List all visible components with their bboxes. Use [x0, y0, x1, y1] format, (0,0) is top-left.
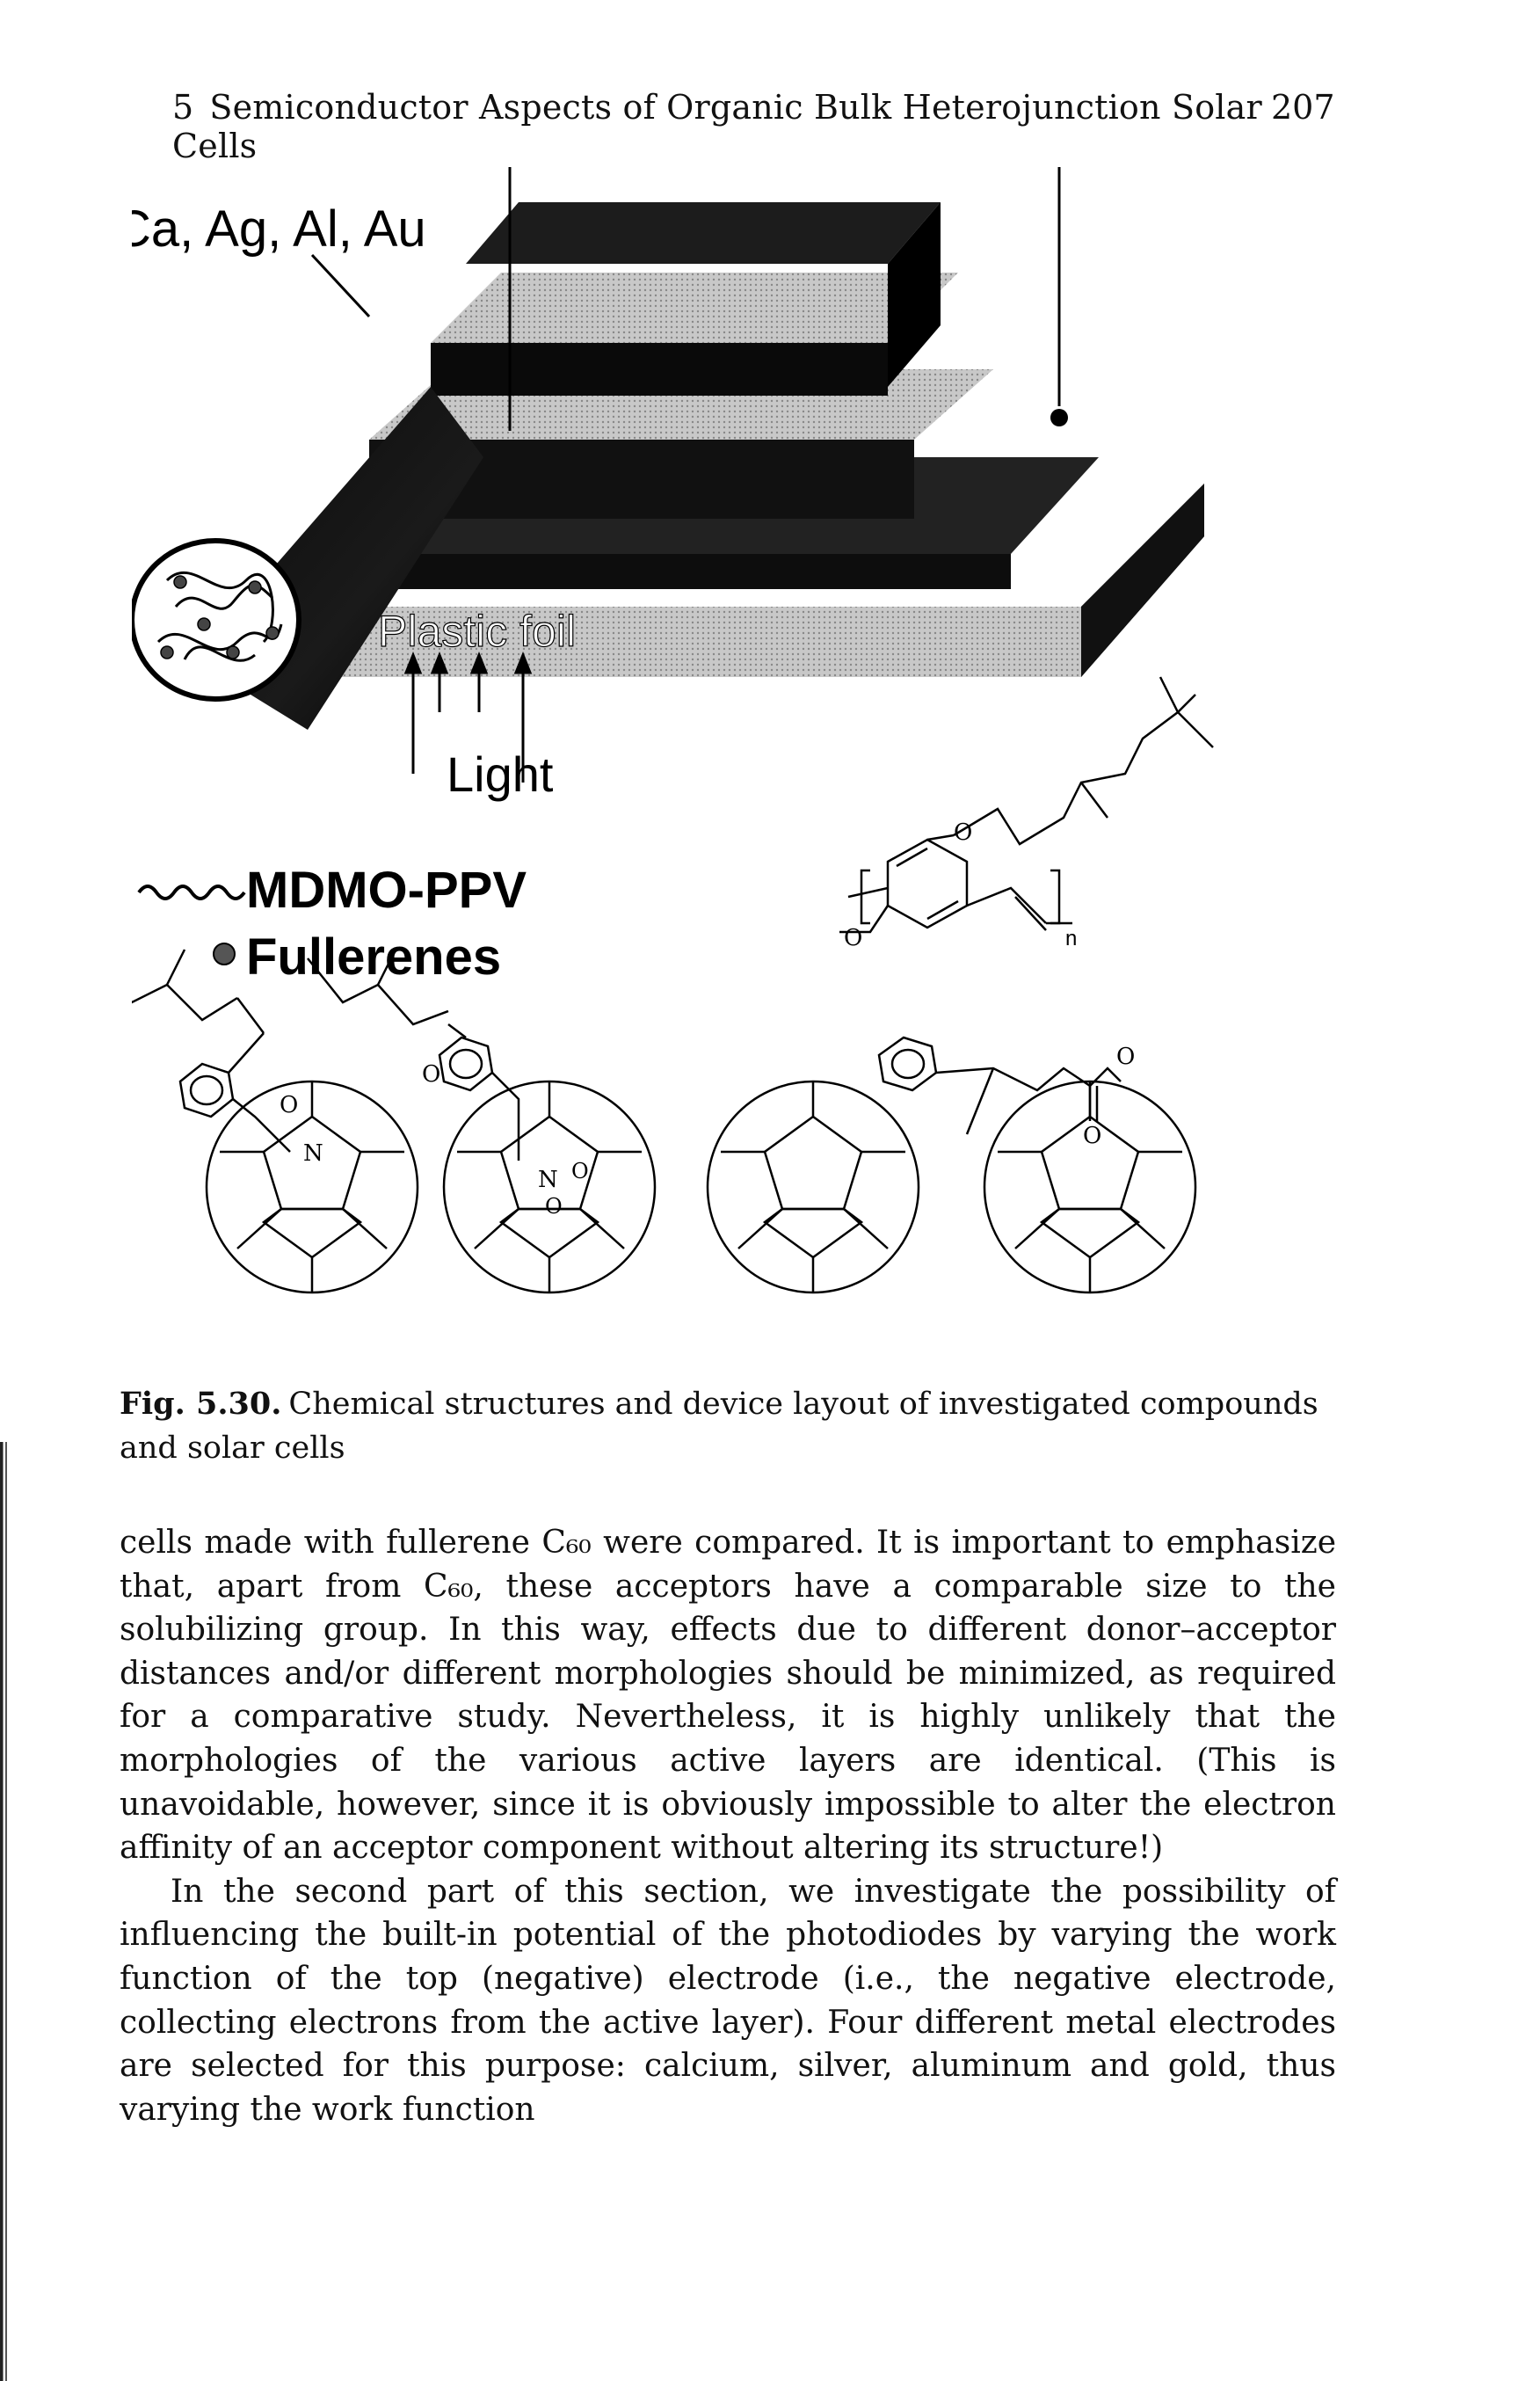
chapter-title: Semiconductor Aspects of Organic Bulk He… [172, 88, 1262, 165]
fullerene-cage-2 [442, 1080, 657, 1294]
fullerene1-oxygen: O [280, 1092, 298, 1118]
fullerene2-nitrogen: N [538, 1167, 558, 1193]
electrode-metals-label: Ca, Ag, Al, Au [132, 200, 426, 258]
substrate-front [316, 607, 1081, 677]
mdmo-ppv-structure [839, 676, 1214, 934]
tube-cross-section [132, 538, 301, 702]
page-number: 207 [1271, 88, 1335, 127]
paragraph: In the second part of this section, we i… [120, 1873, 1336, 2128]
fullerene2-oxygen: O [422, 1061, 440, 1088]
electrode-label-leader [310, 253, 371, 318]
metal-electrode-side [888, 202, 941, 387]
fullerene-cage-3 [706, 1080, 920, 1294]
legend: MDMO-PPV Fullerenes [137, 862, 527, 986]
substrate-end [1081, 484, 1204, 677]
device-and-structures-svg: Plastic foil [132, 167, 1214, 1294]
fullerene1-nitrogen: N [303, 1140, 323, 1167]
fullerene-cage-4 [983, 1080, 1197, 1294]
fullerene2-oxygen-ring: O [571, 1159, 589, 1183]
figure-device-layout: Plastic foil [132, 167, 1336, 1354]
device-stack: Plastic foil [132, 167, 1204, 802]
legend-fullerene-label: Fullerenes [246, 928, 501, 986]
circuit-terminal-dot [1050, 409, 1068, 426]
metal-electrode-front [431, 343, 888, 396]
metal-electrode-top [431, 273, 958, 343]
metal-electrode-upper [466, 202, 941, 264]
scan-edge-rule [0, 1442, 7, 2381]
fullerene-dot-icon [213, 943, 236, 965]
bottom-electrode-front [334, 554, 1011, 589]
fullerene-cage-1 [205, 1080, 419, 1294]
active-layer-front [369, 440, 914, 519]
ppv-repeat-n: n [1065, 927, 1077, 950]
pcbm-carbonyl-oxygen: O [1083, 1123, 1101, 1149]
light-label: Light [447, 746, 554, 802]
fullerene-row [132, 949, 1197, 1294]
paragraph: cells made with fullerene C₆₀ were compa… [120, 1525, 1336, 1867]
polymer-chain-icon [137, 885, 246, 900]
ppv-oxygen-top: O [954, 819, 972, 846]
fullerene2-oxygen-carbonyl: O [545, 1194, 563, 1219]
legend-polymer-label: MDMO-PPV [246, 862, 527, 919]
figure-caption: Fig. 5.30.Chemical structures and device… [120, 1382, 1336, 1470]
caption-text: Chemical structures and device layout of… [120, 1387, 1318, 1466]
figure-label: Fig. 5.30. [120, 1386, 282, 1422]
plastic-foil-label: Plastic foil [378, 607, 576, 656]
external-circuit-wire [508, 167, 1061, 431]
body-text: cells made with fullerene C₆₀ were compa… [120, 1521, 1336, 2131]
ppv-oxygen-bottom: O [844, 925, 862, 951]
pcbm-ester-oxygen: O [1116, 1044, 1135, 1070]
light-arrows [403, 651, 533, 783]
chapter-number: 5 [172, 88, 194, 127]
